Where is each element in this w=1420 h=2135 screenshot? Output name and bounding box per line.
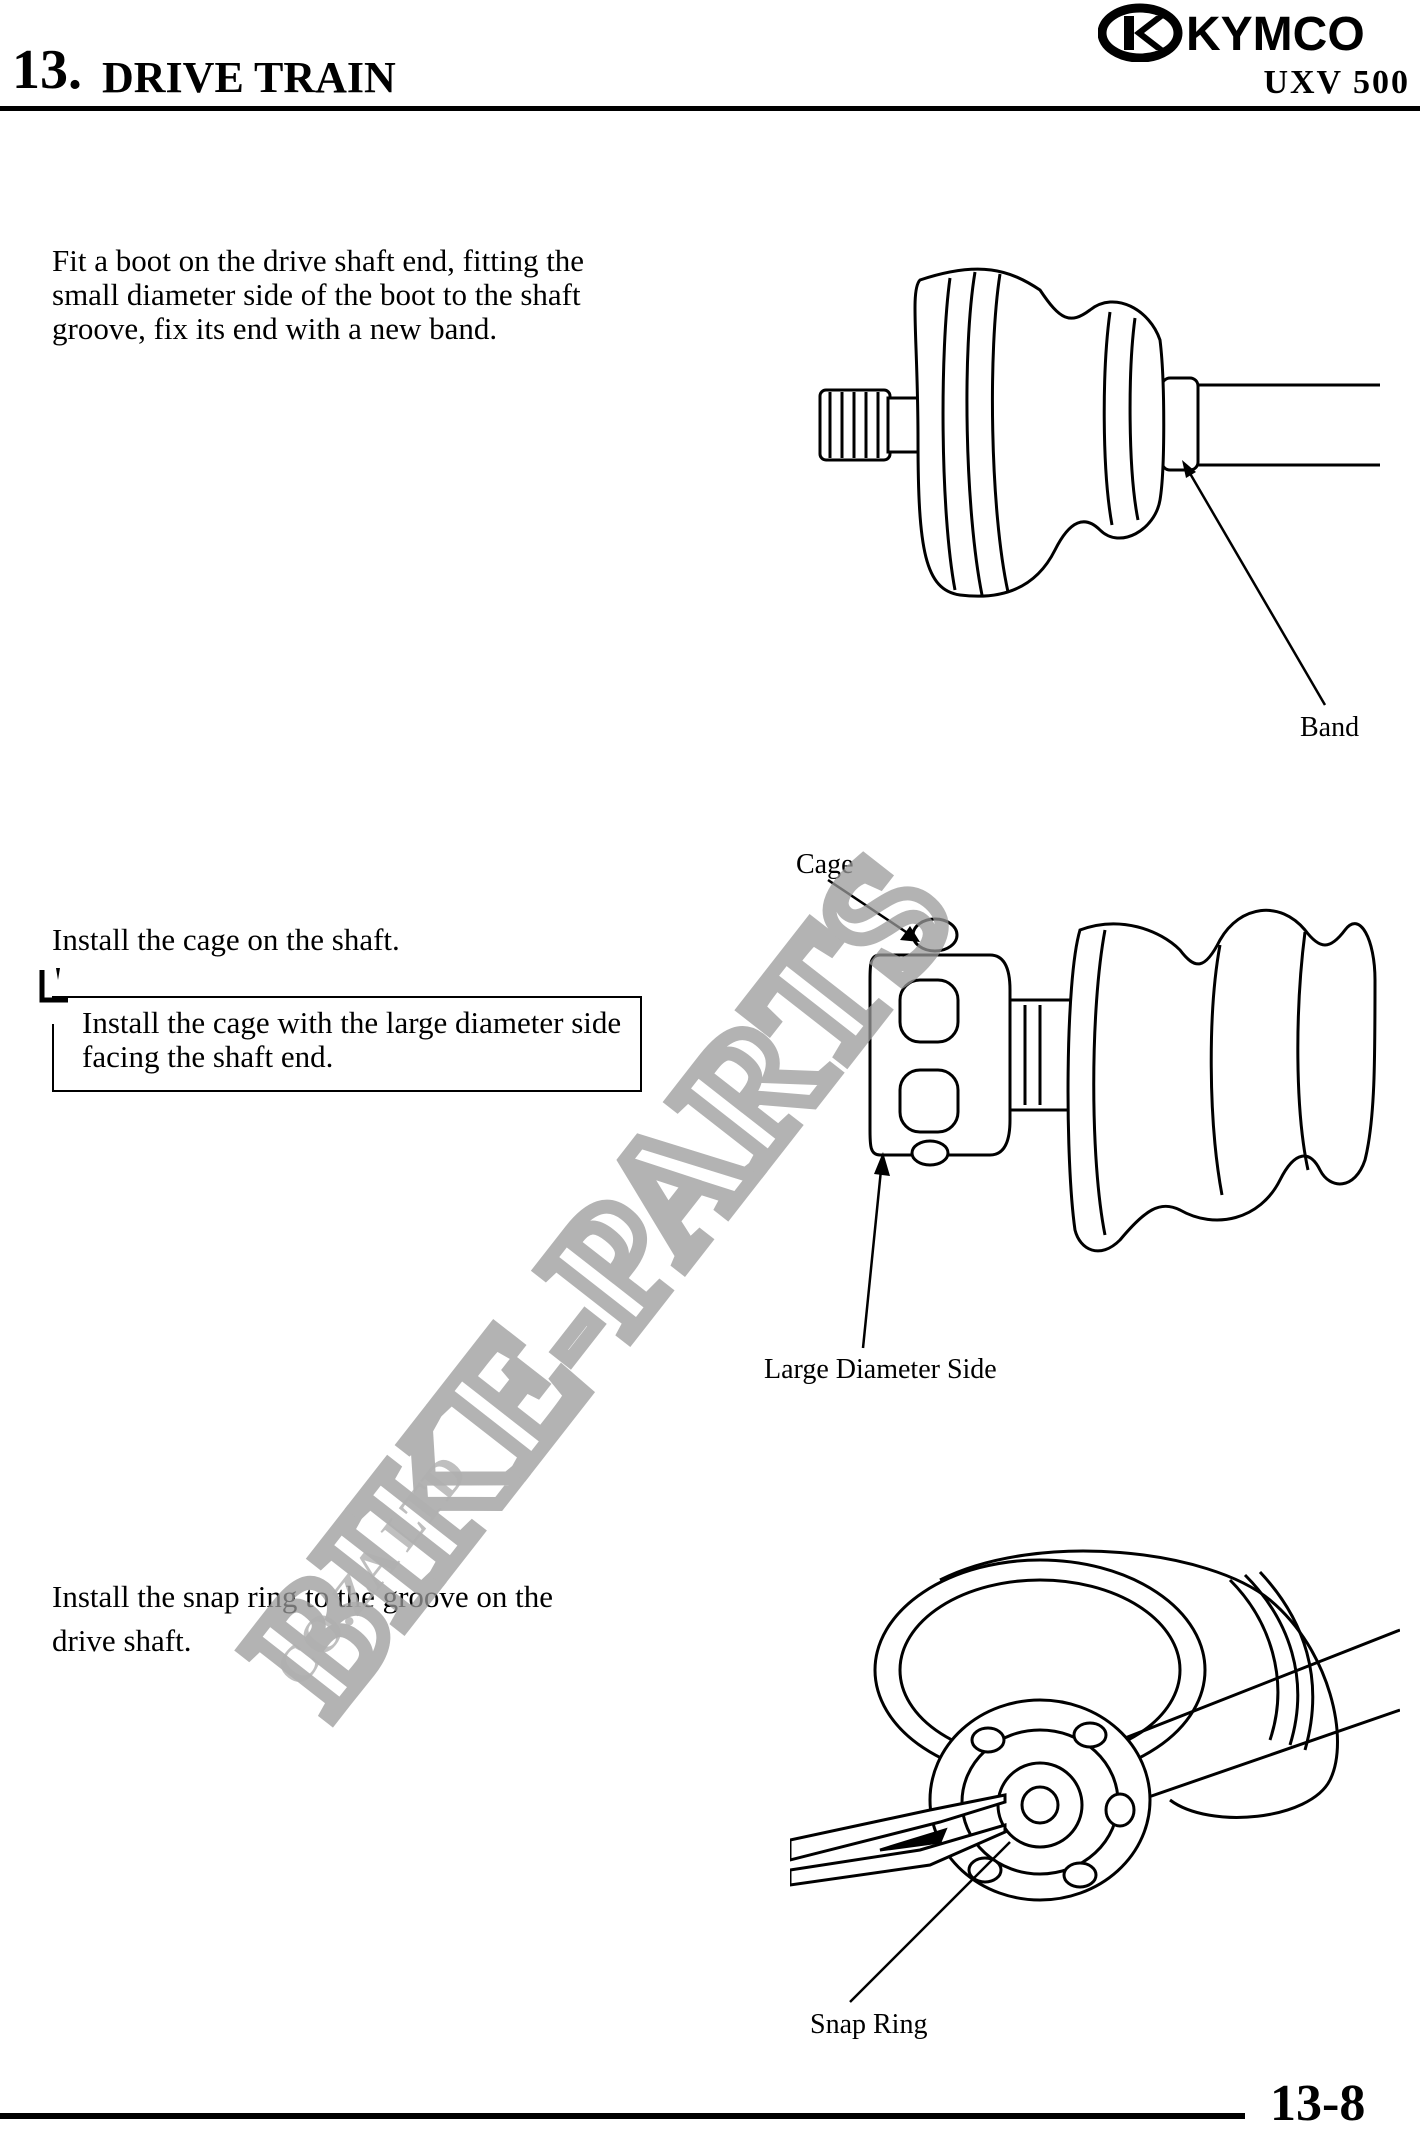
note-box — [52, 996, 642, 1092]
large-diameter-side-label: Large Diameter Side — [764, 1354, 997, 1385]
cage-label: Cage — [796, 849, 854, 880]
page-number: 13-8 — [1270, 2075, 1366, 2132]
band-label: Band — [1300, 712, 1360, 743]
brand-wordmark: KYMCO — [1186, 8, 1365, 61]
footer-rule — [0, 2113, 1245, 2119]
cage-figure — [827, 878, 1377, 1349]
note-icon — [39, 968, 68, 1003]
chapter-number: 13. — [12, 39, 82, 101]
step3-instruction: Install the snap ring to the groove on t… — [52, 1579, 554, 1658]
kymco-logo: KYMCO — [1098, 3, 1365, 62]
model-name: UXV 500 — [1263, 64, 1410, 101]
note-left-rule — [52, 1024, 54, 1090]
step1-instruction: Fit a boot on the drive shaft end, fitti… — [52, 243, 585, 346]
header-rule — [0, 106, 1420, 111]
boot-band-figure — [818, 267, 1380, 706]
snap-ring-figure — [790, 1549, 1400, 2003]
snap-ring-label: Snap Ring — [810, 2009, 928, 2040]
step2-instruction: Install the cage on the shaft. — [52, 922, 400, 957]
note-text: Install the cage with the large diameter… — [82, 1005, 622, 1074]
chapter-title: DRIVE TRAIN — [102, 53, 396, 102]
